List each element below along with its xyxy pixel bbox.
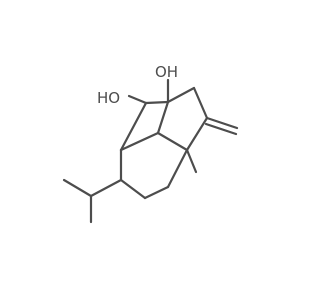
bond-c10-methyl [185, 148, 198, 174]
bond-c10-c11 [166, 148, 189, 189]
bond-c2-c3 [119, 101, 148, 152]
bond-c1-c7 [156, 100, 170, 135]
bond-c12-c13 [62, 178, 93, 198]
double-bond-line-1 [205, 116, 239, 130]
double-bond-line-2 [204, 122, 238, 136]
hydroxyl-bonds [127, 78, 170, 105]
double-bond-methylene [204, 116, 239, 136]
bond-c1-c8 [166, 86, 196, 104]
bond-c7-c3 [119, 131, 160, 152]
bond-c10-c7 [156, 131, 189, 152]
bond-c9-c10 [185, 116, 209, 152]
bond-c8-c9 [192, 86, 209, 120]
molecule-structure: OH HO [62, 63, 239, 224]
bond-c2-oh [127, 94, 148, 105]
bond-c4-c5 [119, 178, 147, 200]
bond-c1-c2 [144, 100, 170, 105]
bond-set [62, 86, 209, 224]
ho-label-left: HO [97, 89, 120, 107]
bond-c4-c12 [89, 178, 123, 198]
oh-label-top: OH [155, 63, 178, 81]
bond-c5-c11 [143, 185, 170, 200]
